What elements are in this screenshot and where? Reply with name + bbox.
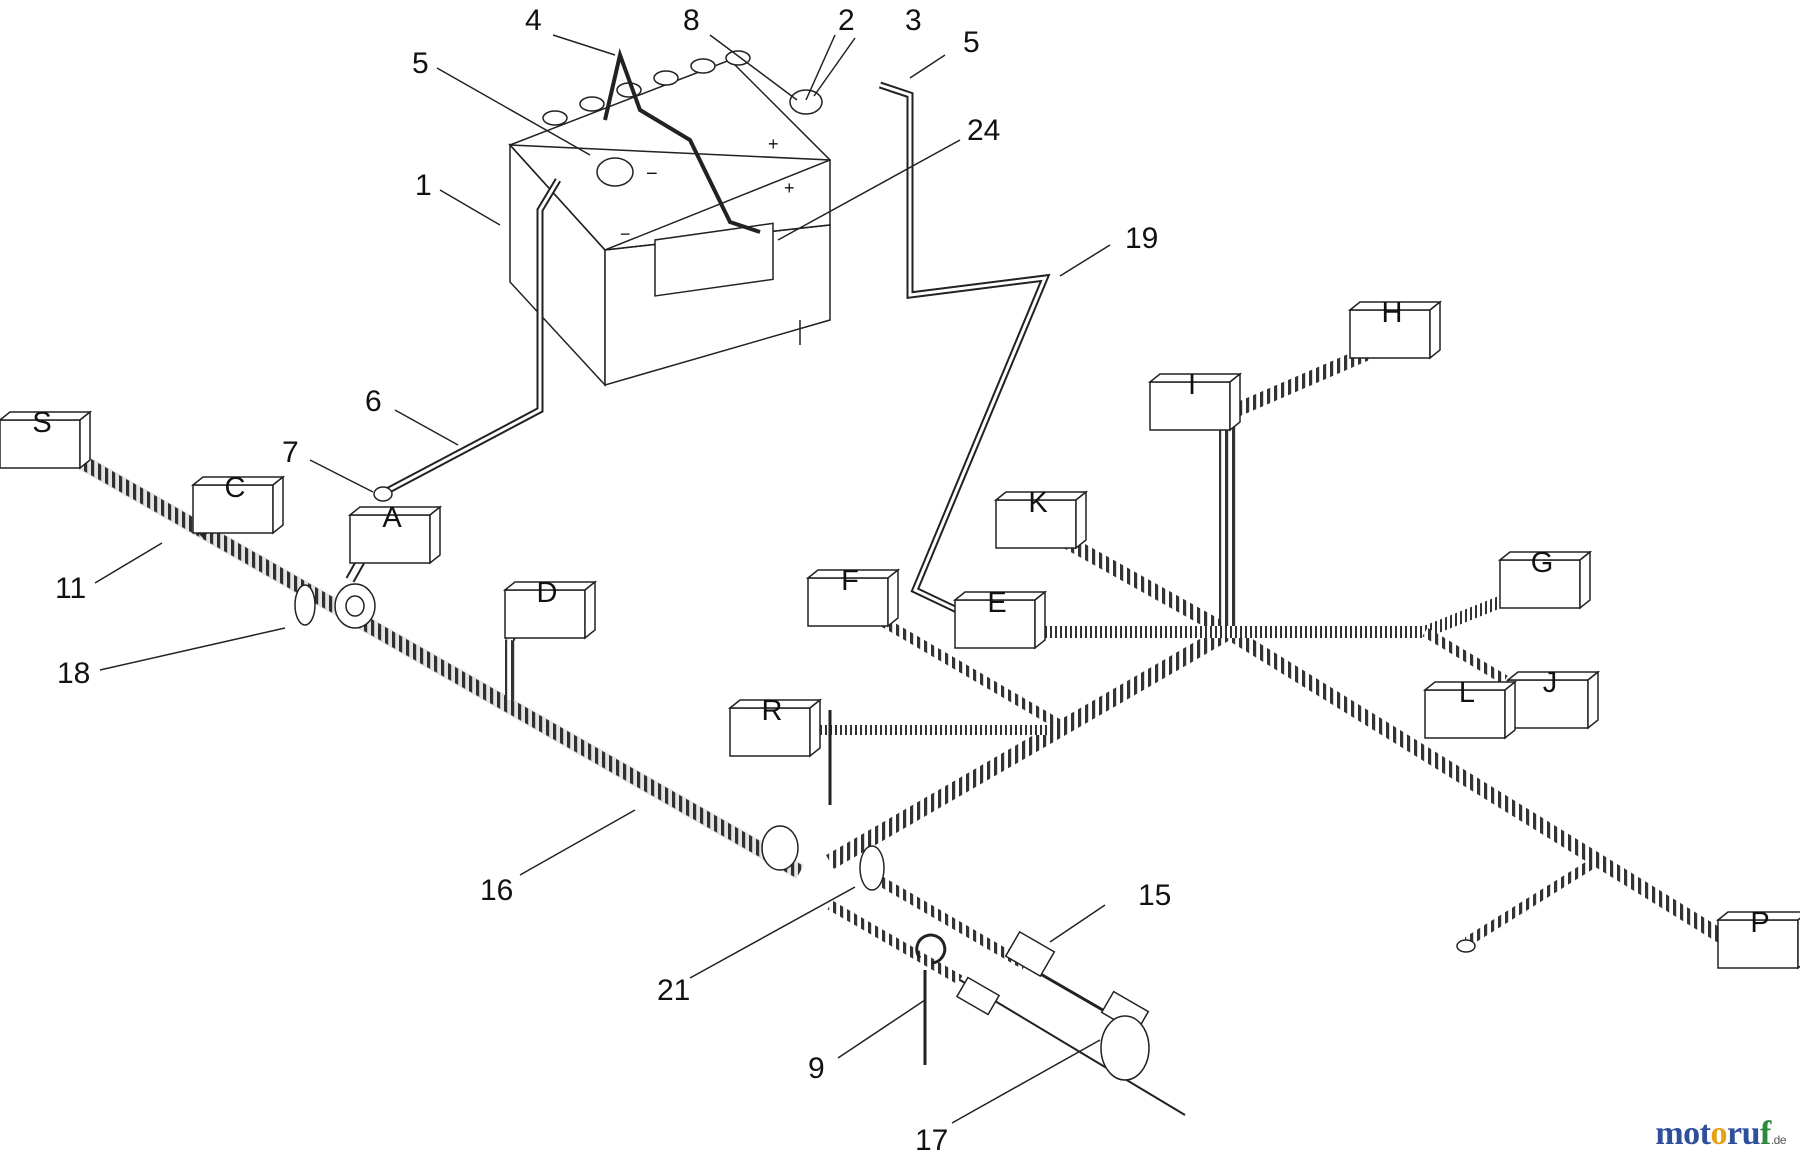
connector-label-A: A	[382, 502, 402, 534]
connector-label-C: C	[225, 472, 246, 504]
leader-lines	[94, 34, 1111, 1124]
connector-label-L: L	[1459, 677, 1475, 709]
fuse-holder	[1004, 930, 1150, 1081]
battery-hold-down-strap	[603, 47, 761, 234]
callout-2: 2	[838, 4, 855, 37]
connector-S: S	[0, 407, 93, 470]
watermark-logo: motoruf.de	[1655, 1115, 1786, 1152]
connector-P: P	[1715, 907, 1800, 970]
battery	[508, 50, 832, 387]
connector-label-R: R	[762, 695, 783, 727]
connector-label-J: J	[1543, 667, 1558, 699]
callout-15: 15	[1138, 879, 1171, 912]
connector-label-I: I	[1188, 369, 1196, 401]
svg-text:−: −	[620, 224, 631, 244]
connector-F: F	[805, 565, 901, 628]
callout-4: 4	[525, 4, 542, 37]
callout-5-left: 5	[412, 47, 429, 80]
connector-label-H: H	[1382, 297, 1403, 329]
callout-16: 16	[480, 874, 513, 907]
callout-9: 9	[808, 1052, 825, 1085]
callout-6: 6	[365, 385, 382, 418]
callout-19: 19	[1125, 222, 1158, 255]
callout-3: 3	[905, 4, 922, 37]
connector-A: A	[347, 502, 443, 565]
callout-1: 1	[415, 169, 432, 202]
svg-text:+: +	[768, 134, 779, 154]
connector-D: D	[502, 577, 598, 640]
connector-C: C	[190, 472, 286, 535]
grommet-18	[294, 583, 376, 629]
svg-text:+: +	[784, 178, 795, 198]
callout-24: 24	[967, 114, 1000, 147]
warning-label	[654, 222, 774, 297]
connector-label-S: S	[32, 407, 51, 439]
connector-label-G: G	[1531, 547, 1554, 579]
connector-R: R	[727, 695, 823, 758]
connector-G: G	[1497, 547, 1593, 610]
grommet-21	[761, 825, 885, 891]
connector-E: E	[952, 587, 1048, 650]
connector-I: I	[1147, 369, 1243, 432]
connector-boxes: A C D E F G H I J K L P R S	[0, 297, 1800, 970]
connector-H: H	[1347, 297, 1443, 360]
connector-label-K: K	[1028, 487, 1048, 519]
callout-numbers: 1 2 3 4 5 5 6 7 8 9 11 15 16 17 18 19 21…	[55, 4, 1171, 1157]
connector-label-F: F	[841, 565, 859, 597]
connector-label-P: P	[1750, 907, 1769, 939]
connector-L: L	[1422, 677, 1518, 740]
callout-8: 8	[683, 4, 700, 37]
svg-text:−: −	[646, 163, 658, 185]
cable-tie	[915, 933, 947, 1065]
callout-21: 21	[657, 974, 690, 1007]
callout-5-right: 5	[963, 26, 980, 59]
callout-18: 18	[57, 657, 90, 690]
connector-label-D: D	[537, 577, 558, 609]
connector-K: K	[993, 487, 1089, 550]
callout-11: 11	[55, 572, 86, 605]
harness-trunks	[66, 343, 1739, 1116]
callout-7: 7	[282, 436, 299, 469]
callout-17: 17	[915, 1124, 948, 1157]
connector-J: J	[1505, 667, 1601, 730]
connector-label-E: E	[987, 587, 1006, 619]
